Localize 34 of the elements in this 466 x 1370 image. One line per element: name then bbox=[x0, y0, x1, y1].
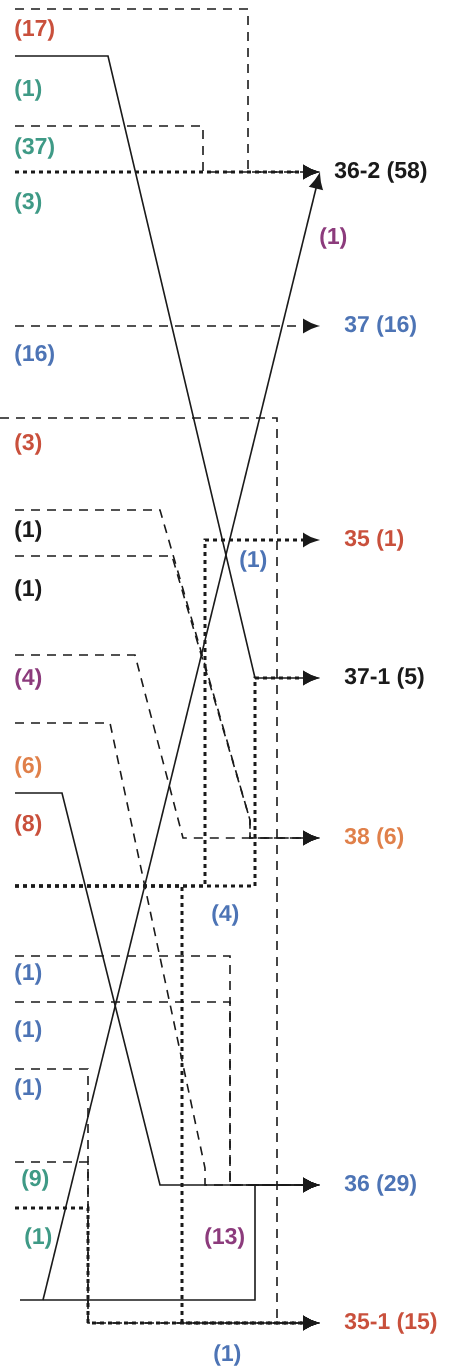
edge-label: (1) bbox=[13, 519, 44, 543]
edge-label: (1) bbox=[23, 1226, 54, 1250]
target-label: 36 (29) bbox=[344, 1174, 416, 1196]
edge-label: (1) bbox=[212, 1343, 243, 1367]
arrow bbox=[15, 1206, 317, 1330]
edge-label: (8) bbox=[13, 813, 44, 837]
edge-label: (1) bbox=[13, 962, 44, 986]
edge-label: (13) bbox=[203, 1226, 247, 1250]
edge-label: (4) bbox=[13, 667, 44, 691]
arrow bbox=[14, 319, 318, 333]
arrow bbox=[19, 1178, 318, 1301]
target-label: 37 (16) bbox=[344, 315, 416, 337]
target-label: 36-2 (58) bbox=[334, 161, 427, 183]
edge-label: (1) bbox=[13, 1077, 44, 1101]
edge-label: (1) bbox=[318, 226, 349, 250]
edge-label: (4) bbox=[210, 903, 241, 927]
edge-label: (17) bbox=[13, 18, 57, 42]
target-label: 35-1 (15) bbox=[344, 1312, 437, 1334]
arrow bbox=[42, 173, 323, 1301]
target-label: 38 (6) bbox=[344, 827, 404, 849]
arrow bbox=[15, 165, 317, 179]
edge-label: (1) bbox=[13, 78, 44, 102]
edge-label: (1) bbox=[13, 1019, 44, 1043]
edge-label: (9) bbox=[20, 1168, 51, 1192]
edge-label: (1) bbox=[238, 549, 269, 573]
edge-label: (1) bbox=[13, 578, 44, 602]
edge-label: (16) bbox=[13, 343, 57, 367]
arrow bbox=[14, 654, 318, 845]
edge-label: (3) bbox=[13, 432, 44, 456]
target-label: 37-1 (5) bbox=[344, 667, 424, 689]
target-label: 35 (1) bbox=[344, 529, 404, 551]
edge-label: (37) bbox=[13, 136, 57, 160]
edge-label: (6) bbox=[13, 755, 44, 779]
edge-label: (3) bbox=[13, 191, 44, 215]
